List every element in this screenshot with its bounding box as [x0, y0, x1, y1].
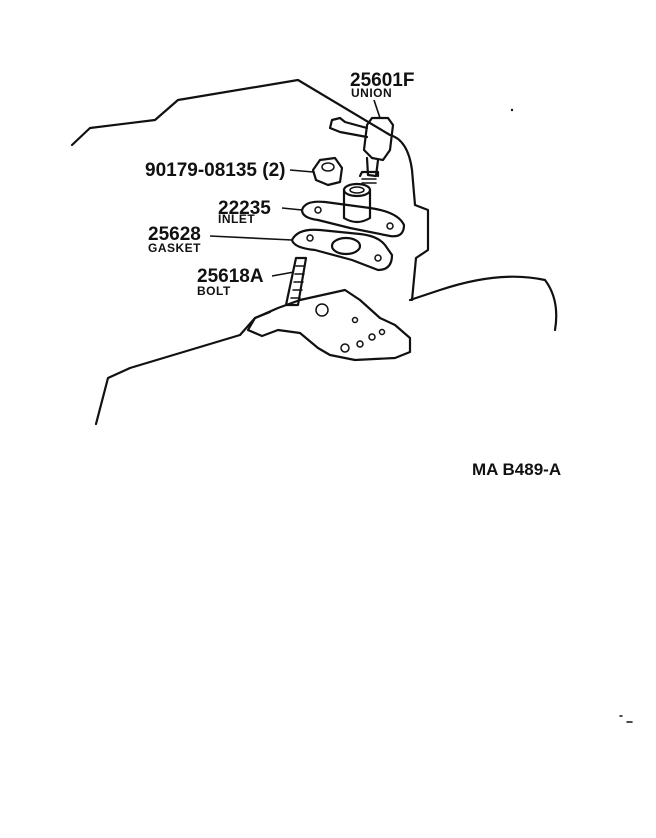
union-name: UNION: [351, 86, 392, 100]
union-number: 25601F: [350, 70, 414, 91]
pad-hole: [368, 333, 376, 341]
pad-hole: [356, 340, 364, 348]
lower-body-outline: [94, 275, 558, 426]
gasket-name: GASKET: [148, 241, 201, 255]
leader-nut: [289, 169, 314, 173]
inlet-number: 22235: [218, 198, 271, 219]
stud-bolt: [284, 256, 308, 307]
inlet-name: INLET: [218, 212, 255, 226]
inlet-part: [300, 182, 406, 238]
bolt-name: BOLT: [197, 284, 231, 298]
leader-bolt: [271, 271, 295, 277]
leader-gasket: [209, 235, 293, 241]
nut-number: 90179-08135 (2): [145, 160, 286, 181]
bolt-number: 25618A: [197, 266, 264, 287]
leader-union: [373, 99, 381, 119]
nut-part: [311, 156, 344, 187]
upper-housing-outline: [70, 78, 430, 302]
mounting-pad: [246, 288, 412, 362]
speck: [619, 715, 633, 723]
gasket-part: [290, 228, 394, 272]
reference-code: MA B489-A: [472, 460, 561, 479]
union-part: [328, 116, 395, 184]
pad-hole: [351, 316, 359, 324]
gasket-number: 25628: [148, 224, 201, 245]
pad-hole: [340, 343, 350, 353]
speck: [510, 108, 514, 112]
leader-inlet: [281, 207, 303, 211]
pad-hole: [378, 328, 386, 336]
pad-hole: [315, 303, 329, 317]
